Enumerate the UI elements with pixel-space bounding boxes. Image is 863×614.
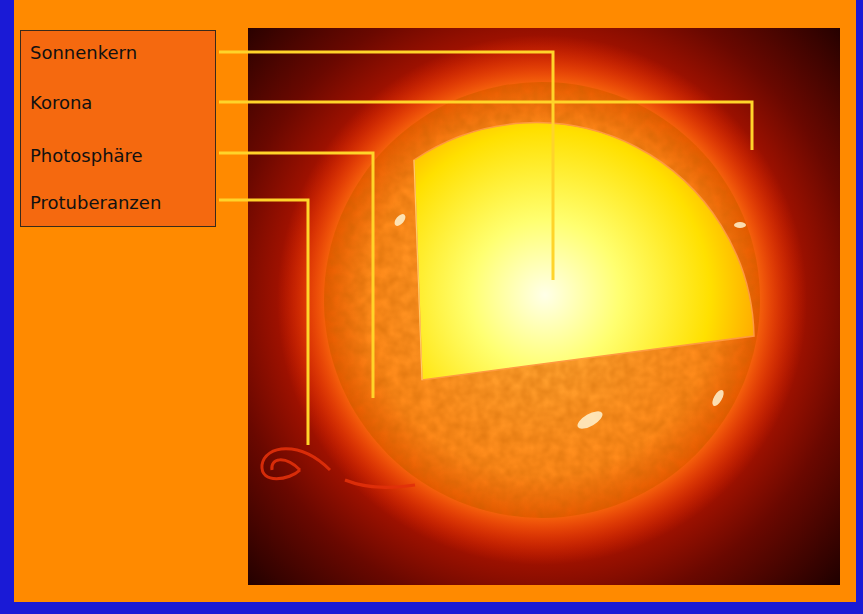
- part-label: Korona: [30, 92, 92, 114]
- part-label: Photosphäre: [30, 145, 143, 167]
- leader-line: [219, 52, 553, 280]
- leader-line: [219, 153, 373, 398]
- leader-line: [219, 200, 308, 445]
- leader-line: [219, 102, 752, 150]
- part-label: Protuberanzen: [30, 192, 161, 214]
- part-label: Sonnenkern: [30, 42, 137, 64]
- label-box: SonnenkernKoronaPhotosphäreProtuberanzen: [20, 30, 216, 227]
